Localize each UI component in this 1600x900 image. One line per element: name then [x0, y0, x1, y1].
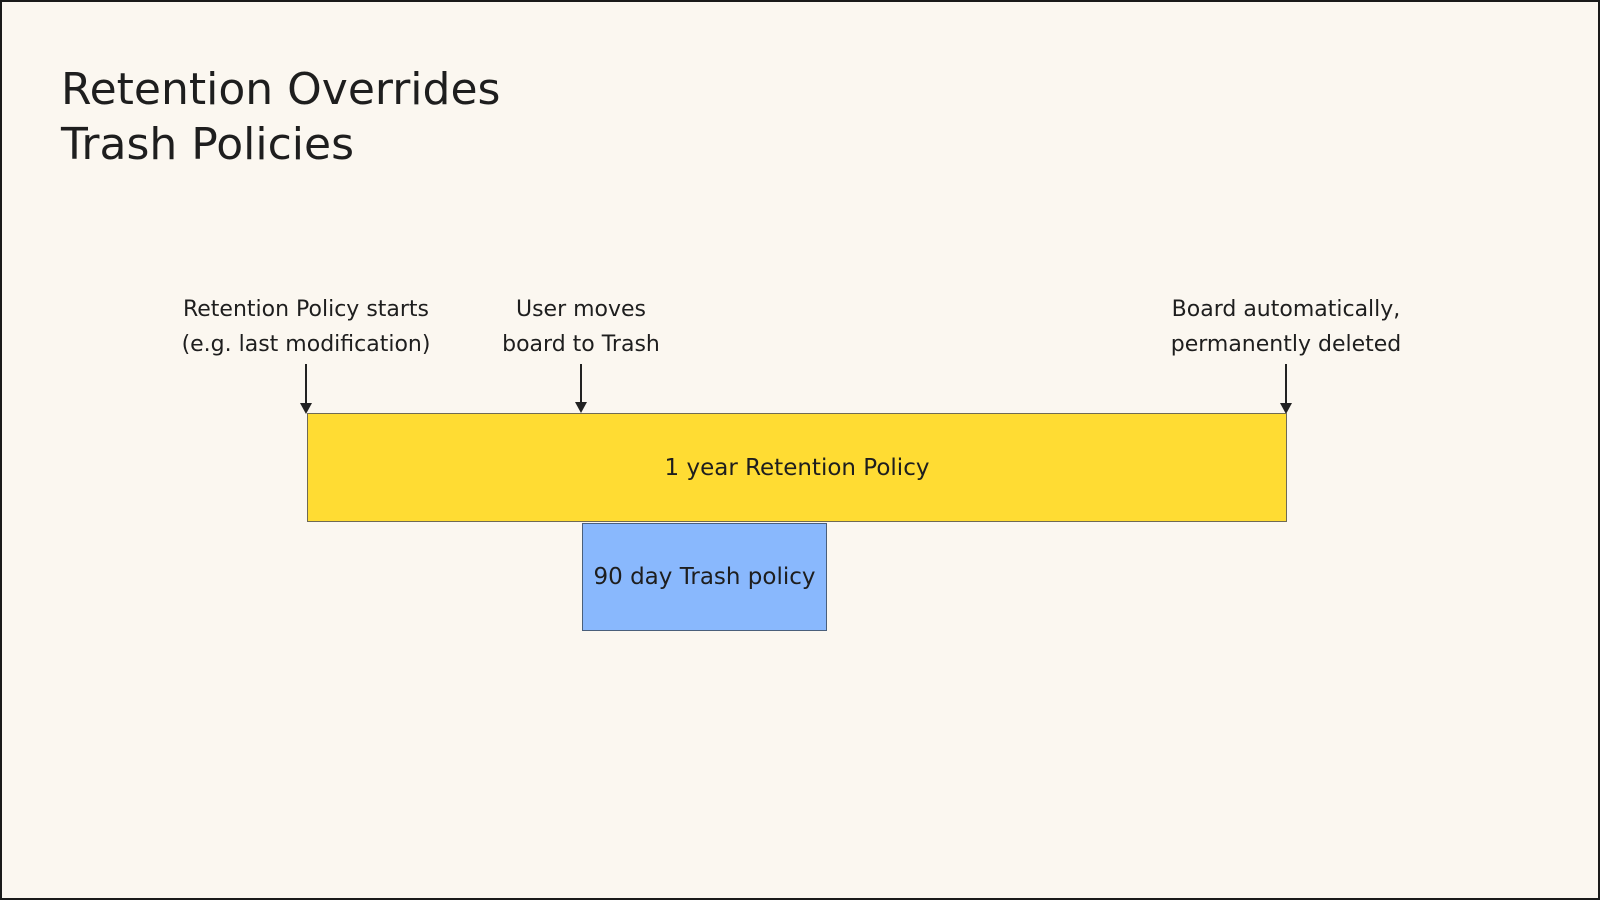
- retention-policy-label: 1 year Retention Policy: [664, 454, 930, 481]
- permanently-deleted-label-line-1: Board automatically,: [1171, 297, 1401, 322]
- moved-to-trash-label-line-1: User moves: [515, 297, 647, 322]
- retention-start-label: Retention Policy starts (e.g. last modif…: [182, 292, 431, 362]
- permanently-deleted-label-line-2: permanently deleted: [1170, 332, 1402, 357]
- moved-to-trash-label-line-2: board to Trash: [502, 332, 660, 357]
- retention-policy-bar: 1 year Retention Policy: [307, 413, 1287, 522]
- trash-policy-bar: 90 day Trash policy: [582, 523, 827, 631]
- retention-start-arrow: [300, 364, 312, 414]
- permanently-deleted-label: Board automatically, permanently deleted: [1171, 292, 1402, 362]
- retention-start-label-line-1: Retention Policy starts: [182, 297, 430, 322]
- slide-title: Retention Overrides Trash Policies: [61, 62, 761, 172]
- retention-start-label-line-2: (e.g. last modification): [181, 332, 431, 357]
- moved-to-trash-arrow: [575, 364, 587, 413]
- slide-title-line-2: Trash Policies: [61, 119, 355, 170]
- permanently-deleted-arrow: [1280, 364, 1292, 414]
- trash-policy-label: 90 day Trash policy: [593, 564, 816, 590]
- moved-to-trash-label: User moves board to Trash: [502, 292, 660, 362]
- slide-title-line-1: Retention Overrides: [61, 64, 501, 115]
